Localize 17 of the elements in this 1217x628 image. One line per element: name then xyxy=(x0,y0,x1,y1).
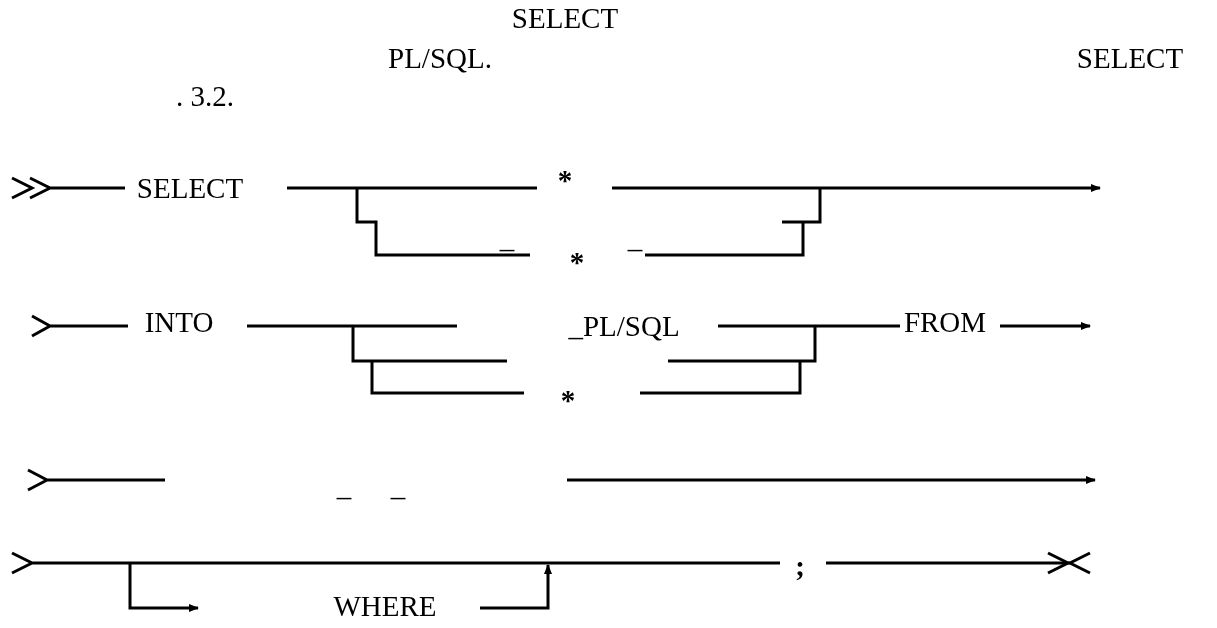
symbol: * xyxy=(557,164,573,196)
symbol: _ xyxy=(336,470,352,502)
symbol: _ xyxy=(499,222,515,254)
keyword: FROM xyxy=(903,306,987,338)
symbol: _ xyxy=(627,222,643,254)
keyword: SELECT xyxy=(136,172,244,204)
keyword: INTO xyxy=(144,306,214,338)
symbol: _ xyxy=(390,470,406,502)
keyword: WHERE xyxy=(333,590,437,622)
heading-text: SELECT xyxy=(1076,42,1184,74)
keyword: _PL/SQL xyxy=(568,310,680,342)
symbol: * xyxy=(569,246,585,278)
figure-reference: . 3.2. xyxy=(176,80,234,112)
symbol: ; xyxy=(795,550,805,582)
heading-text: SELECT xyxy=(511,2,619,34)
heading-text: PL/SQL. xyxy=(388,42,492,74)
symbol: * xyxy=(560,384,576,416)
